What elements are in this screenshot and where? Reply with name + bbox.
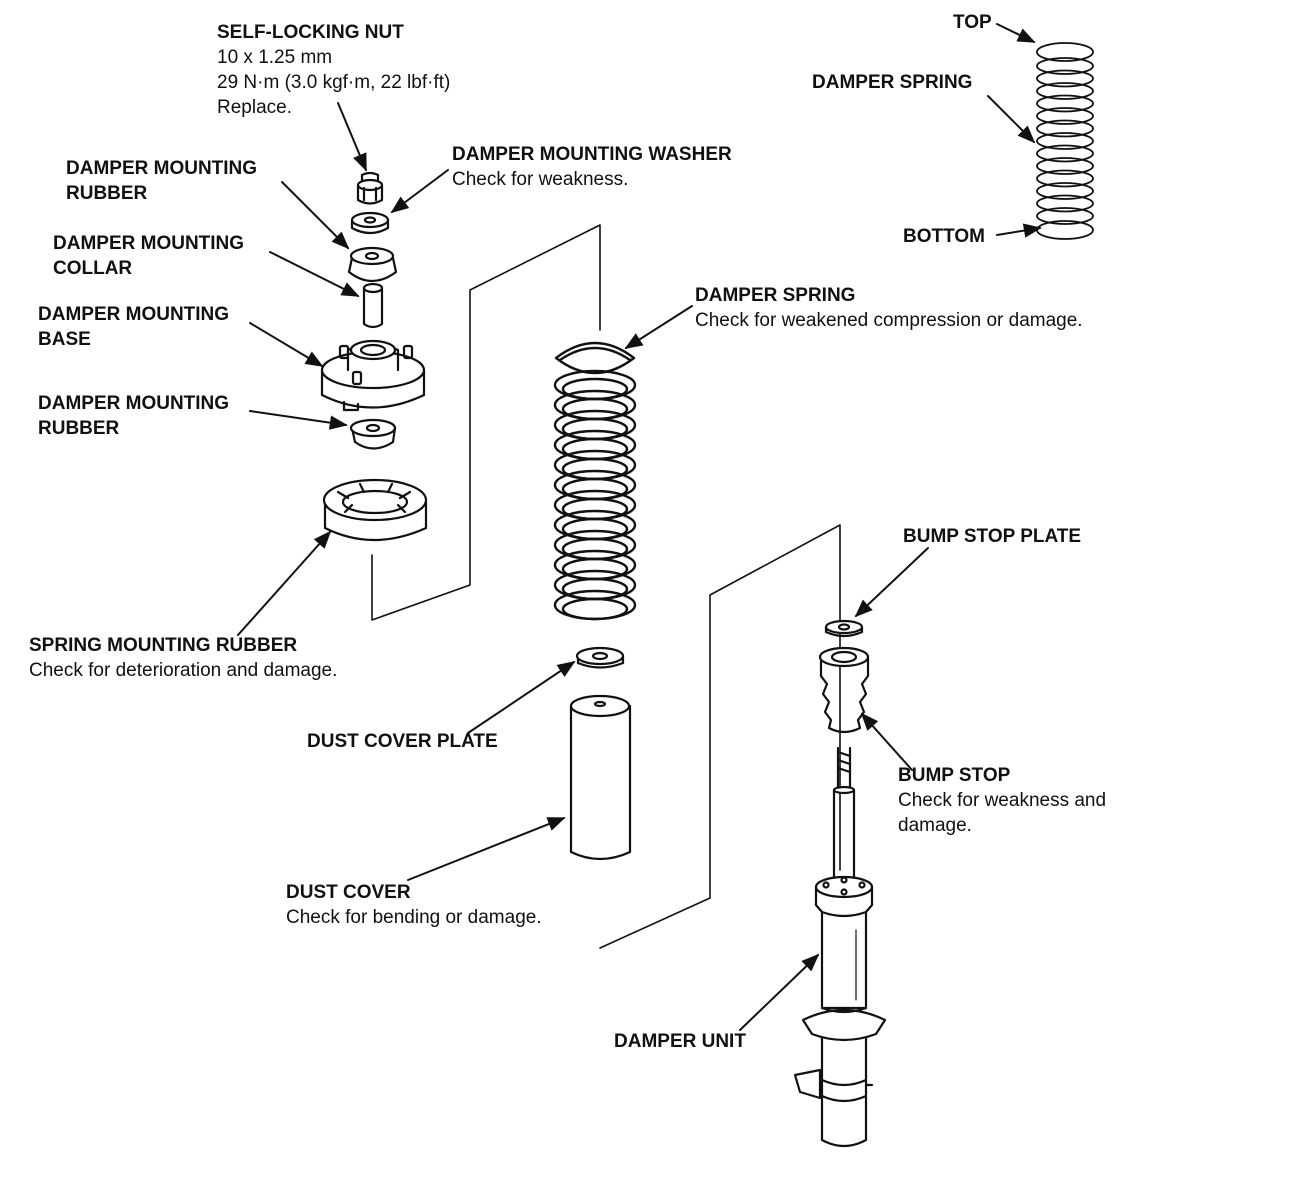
label-inset-spring: DAMPER SPRING bbox=[812, 70, 972, 95]
damper-spring-inset-coils bbox=[1036, 57, 1094, 225]
label-spring-mounting-rubber: SPRING MOUNTING RUBBER Check for deterio… bbox=[29, 633, 337, 683]
damper-unit-text: DAMPER UNIT bbox=[614, 1031, 746, 1052]
bump-plate-text: BUMP STOP PLATE bbox=[903, 526, 1082, 547]
spring-coil-inner bbox=[561, 517, 629, 541]
spring-coil bbox=[1036, 157, 1094, 175]
spring-coil-inner bbox=[561, 537, 629, 561]
damper-spring-coils bbox=[553, 369, 637, 621]
spring-mounting-rubber bbox=[322, 478, 428, 542]
self-locking-nut bbox=[356, 171, 384, 205]
spring-note: Check for weakened compression or damage… bbox=[695, 310, 1083, 331]
alignment-line-right bbox=[599, 524, 841, 949]
label-dust-cover: DUST COVER Check for bending or damage. bbox=[286, 880, 542, 930]
nut-size: 10 x 1.25 mm bbox=[217, 47, 333, 68]
spring-coil-inner bbox=[561, 397, 629, 421]
label-mounting-washer: DAMPER MOUNTING WASHER Check for weaknes… bbox=[452, 142, 732, 192]
spring-coil bbox=[1036, 107, 1094, 125]
bump-stop-note-line2: damage. bbox=[898, 815, 972, 836]
label-mounting-collar: DAMPER MOUNTING COLLAR bbox=[53, 231, 244, 281]
spring-coil bbox=[1036, 144, 1094, 163]
label-dust-cover-plate: DUST COVER PLATE bbox=[307, 729, 498, 754]
spring-coil bbox=[1036, 94, 1094, 113]
rubber-upper-line2: RUBBER bbox=[66, 183, 148, 204]
base-line1: DAMPER MOUNTING bbox=[38, 304, 230, 325]
dust-plate-text: DUST COVER PLATE bbox=[307, 731, 498, 752]
nut-torque: 29 N·m (3.0 kgf·m, 22 lbf·ft) bbox=[217, 72, 451, 93]
collar-line1: DAMPER MOUNTING bbox=[53, 233, 245, 254]
bump-stop-plate bbox=[824, 619, 864, 638]
spring-coil-inner bbox=[561, 577, 629, 601]
label-mounting-base: DAMPER MOUNTING BASE bbox=[38, 302, 229, 352]
label-damper-unit: DAMPER UNIT bbox=[614, 1029, 746, 1054]
dust-cover bbox=[569, 694, 632, 861]
bump-stop-title: BUMP STOP bbox=[898, 765, 1011, 786]
label-inset-bottom: BOTTOM bbox=[903, 224, 985, 249]
nut-note: Replace. bbox=[217, 97, 292, 118]
spring-coil bbox=[1036, 182, 1094, 200]
bump-stop bbox=[818, 646, 870, 734]
inset-bottom-text: BOTTOM bbox=[903, 226, 985, 247]
spring-coil bbox=[1036, 57, 1094, 75]
damper-mounting-rubber-lower bbox=[349, 418, 397, 450]
inset-top-text: TOP bbox=[953, 12, 992, 33]
damper-unit bbox=[793, 746, 887, 1148]
spring-coil bbox=[1036, 82, 1094, 100]
spring-coil-inner bbox=[561, 557, 629, 581]
washer-title: DAMPER MOUNTING WASHER bbox=[452, 144, 732, 165]
spring-coil-inner bbox=[561, 437, 629, 461]
damper-mounting-rubber-upper bbox=[347, 246, 398, 283]
spring-coil bbox=[1036, 207, 1094, 225]
spring-coil bbox=[1036, 69, 1094, 88]
spring-rubber-note: Check for deterioration and damage. bbox=[29, 660, 338, 681]
collar-line2: COLLAR bbox=[53, 258, 133, 279]
inset-spring-text: DAMPER SPRING bbox=[812, 72, 973, 93]
label-mounting-rubber-upper: DAMPER MOUNTING RUBBER bbox=[66, 156, 257, 206]
label-mounting-rubber-lower: DAMPER MOUNTING RUBBER bbox=[38, 391, 229, 441]
spring-coil bbox=[1036, 132, 1094, 150]
leader-arrows bbox=[237, 23, 1042, 1031]
spring-coil bbox=[1036, 194, 1094, 213]
spring-coil-inner bbox=[561, 417, 629, 441]
label-damper-spring: DAMPER SPRING Check for weakened compres… bbox=[695, 283, 1083, 333]
dust-cover-note: Check for bending or damage. bbox=[286, 907, 542, 928]
rubber-lower-line1: DAMPER MOUNTING bbox=[38, 393, 230, 414]
base-line2: BASE bbox=[38, 329, 91, 350]
dust-cover-title: DUST COVER bbox=[286, 882, 411, 903]
alignment-line-left bbox=[371, 224, 601, 621]
spring-coil-inner bbox=[561, 457, 629, 481]
nut-title: SELF-LOCKING NUT bbox=[217, 22, 404, 43]
label-bump-stop: BUMP STOP Check for weakness and damage. bbox=[898, 763, 1106, 838]
spring-coil bbox=[1036, 119, 1094, 138]
spring-coil-inner bbox=[561, 497, 629, 521]
damper-mounting-collar bbox=[362, 282, 384, 329]
spring-rubber-title: SPRING MOUNTING RUBBER bbox=[29, 635, 298, 656]
damper-mounting-washer bbox=[350, 211, 390, 235]
rubber-lower-line2: RUBBER bbox=[38, 418, 120, 439]
spring-title: DAMPER SPRING bbox=[695, 285, 856, 306]
label-bump-stop-plate: BUMP STOP PLATE bbox=[903, 524, 1081, 549]
damper-spring-main bbox=[554, 341, 636, 375]
bump-stop-note-line1: Check for weakness and bbox=[898, 790, 1107, 811]
washer-note: Check for weakness. bbox=[452, 169, 629, 190]
spring-coil-inner bbox=[561, 597, 629, 621]
spring-coil bbox=[1036, 169, 1094, 188]
spring-coil-inner bbox=[561, 477, 629, 501]
damper-mounting-base bbox=[320, 339, 426, 412]
label-inset-top: TOP bbox=[953, 10, 992, 35]
dust-cover-plate bbox=[575, 646, 625, 669]
rubber-upper-line1: DAMPER MOUNTING bbox=[66, 158, 258, 179]
spring-coil-inner bbox=[561, 377, 629, 401]
label-self-locking-nut: SELF-LOCKING NUT 10 x 1.25 mm 29 N·m (3.… bbox=[217, 20, 450, 120]
